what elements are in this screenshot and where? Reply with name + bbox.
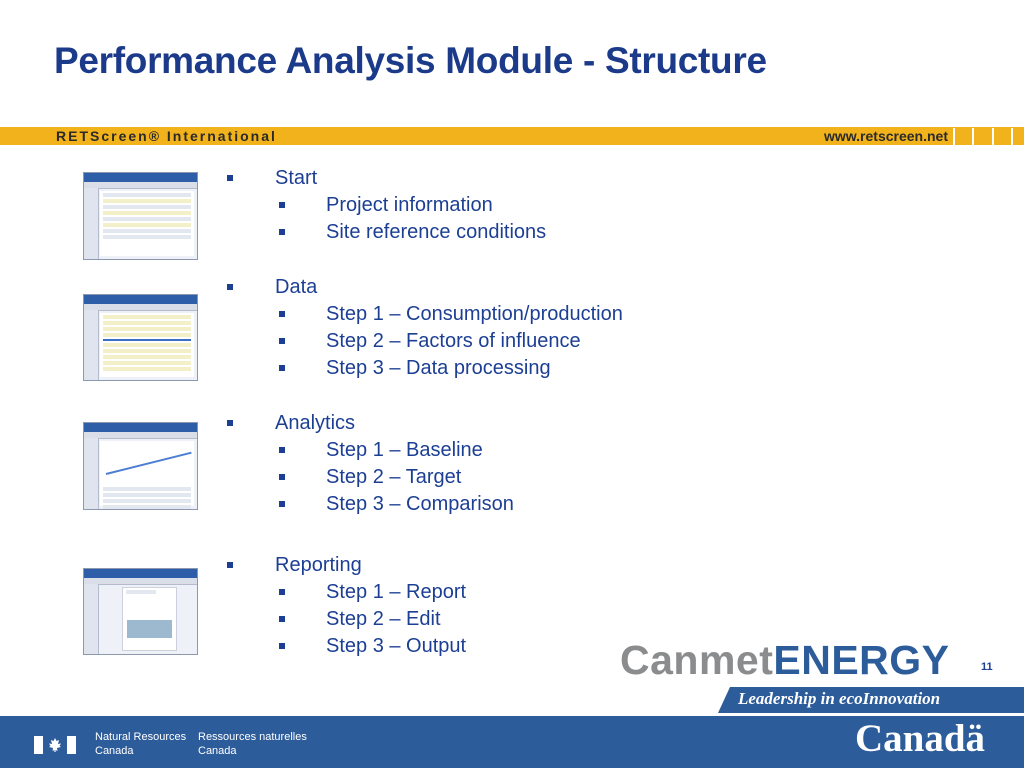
list-item: Step 3 – Comparison bbox=[226, 491, 686, 518]
analytics-screenshot-thumbnail bbox=[83, 422, 198, 510]
square-bullet-icon bbox=[227, 562, 233, 568]
banner-divider bbox=[972, 128, 974, 146]
list-item: Step 1 – Report bbox=[226, 579, 686, 606]
reporting-screenshot-thumbnail bbox=[83, 568, 198, 655]
square-bullet-icon bbox=[279, 501, 285, 507]
square-bullet-icon bbox=[279, 643, 285, 649]
tagline-banner: Leadership in ecoInnovation bbox=[718, 687, 1024, 713]
square-bullet-icon bbox=[227, 420, 233, 426]
list-item: Step 1 – Consumption/production bbox=[226, 301, 686, 328]
square-bullet-icon bbox=[227, 284, 233, 290]
list-item: Step 2 – Target bbox=[226, 464, 686, 491]
square-bullet-icon bbox=[279, 229, 285, 235]
banner-retscreen-international: RETScreen® International bbox=[56, 128, 277, 144]
maple-leaf-icon bbox=[49, 738, 61, 752]
list-item: Step 3 – Output bbox=[226, 633, 686, 660]
government-footer bbox=[0, 716, 1024, 768]
banner-divider bbox=[953, 128, 955, 146]
section-heading: Data bbox=[226, 274, 686, 301]
list-item: Step 3 – Data processing bbox=[226, 355, 686, 382]
list-item: Project information bbox=[226, 192, 686, 219]
square-bullet-icon bbox=[279, 365, 285, 371]
section-analytics: Analytics Step 1 – Baseline Step 2 – Tar… bbox=[226, 410, 686, 518]
nrcan-english-name: Natural Resources Canada bbox=[95, 731, 187, 757]
banner-divider bbox=[992, 128, 994, 146]
data-screenshot-thumbnail bbox=[83, 294, 198, 381]
section-start: Start Project information Site reference… bbox=[226, 165, 686, 246]
square-bullet-icon bbox=[279, 616, 285, 622]
start-screenshot-thumbnail bbox=[83, 172, 198, 260]
page-number: 11 bbox=[981, 661, 993, 673]
list-item: Site reference conditions bbox=[226, 219, 686, 246]
slide-title: Performance Analysis Module - Structure bbox=[54, 40, 767, 81]
square-bullet-icon bbox=[279, 202, 285, 208]
banner-website: www.retscreen.net bbox=[824, 128, 948, 144]
section-data: Data Step 1 – Consumption/production Ste… bbox=[226, 274, 686, 382]
banner-divider bbox=[1011, 128, 1013, 146]
list-item: Step 2 – Factors of influence bbox=[226, 328, 686, 355]
section-heading: Start bbox=[226, 165, 686, 192]
square-bullet-icon bbox=[279, 311, 285, 317]
square-bullet-icon bbox=[279, 589, 285, 595]
canmetenergy-logo: CanmetENERGY bbox=[620, 637, 950, 683]
section-heading: Reporting bbox=[226, 552, 686, 579]
canada-flag-icon bbox=[34, 736, 76, 754]
nrcan-french-name: Ressources naturelles Canada bbox=[198, 731, 307, 757]
tagline-text: Leadership in ecoInnovation bbox=[738, 689, 941, 708]
square-bullet-icon bbox=[279, 474, 285, 480]
retscreen-banner bbox=[0, 127, 1024, 145]
list-item: Step 1 – Baseline bbox=[226, 437, 686, 464]
canada-wordmark: Canadä bbox=[855, 717, 986, 760]
square-bullet-icon bbox=[279, 338, 285, 344]
section-heading: Analytics bbox=[226, 410, 686, 437]
square-bullet-icon bbox=[279, 447, 285, 453]
list-item: Step 2 – Edit bbox=[226, 606, 686, 633]
section-reporting: Reporting Step 1 – Report Step 2 – Edit … bbox=[226, 552, 686, 660]
square-bullet-icon bbox=[227, 175, 233, 181]
